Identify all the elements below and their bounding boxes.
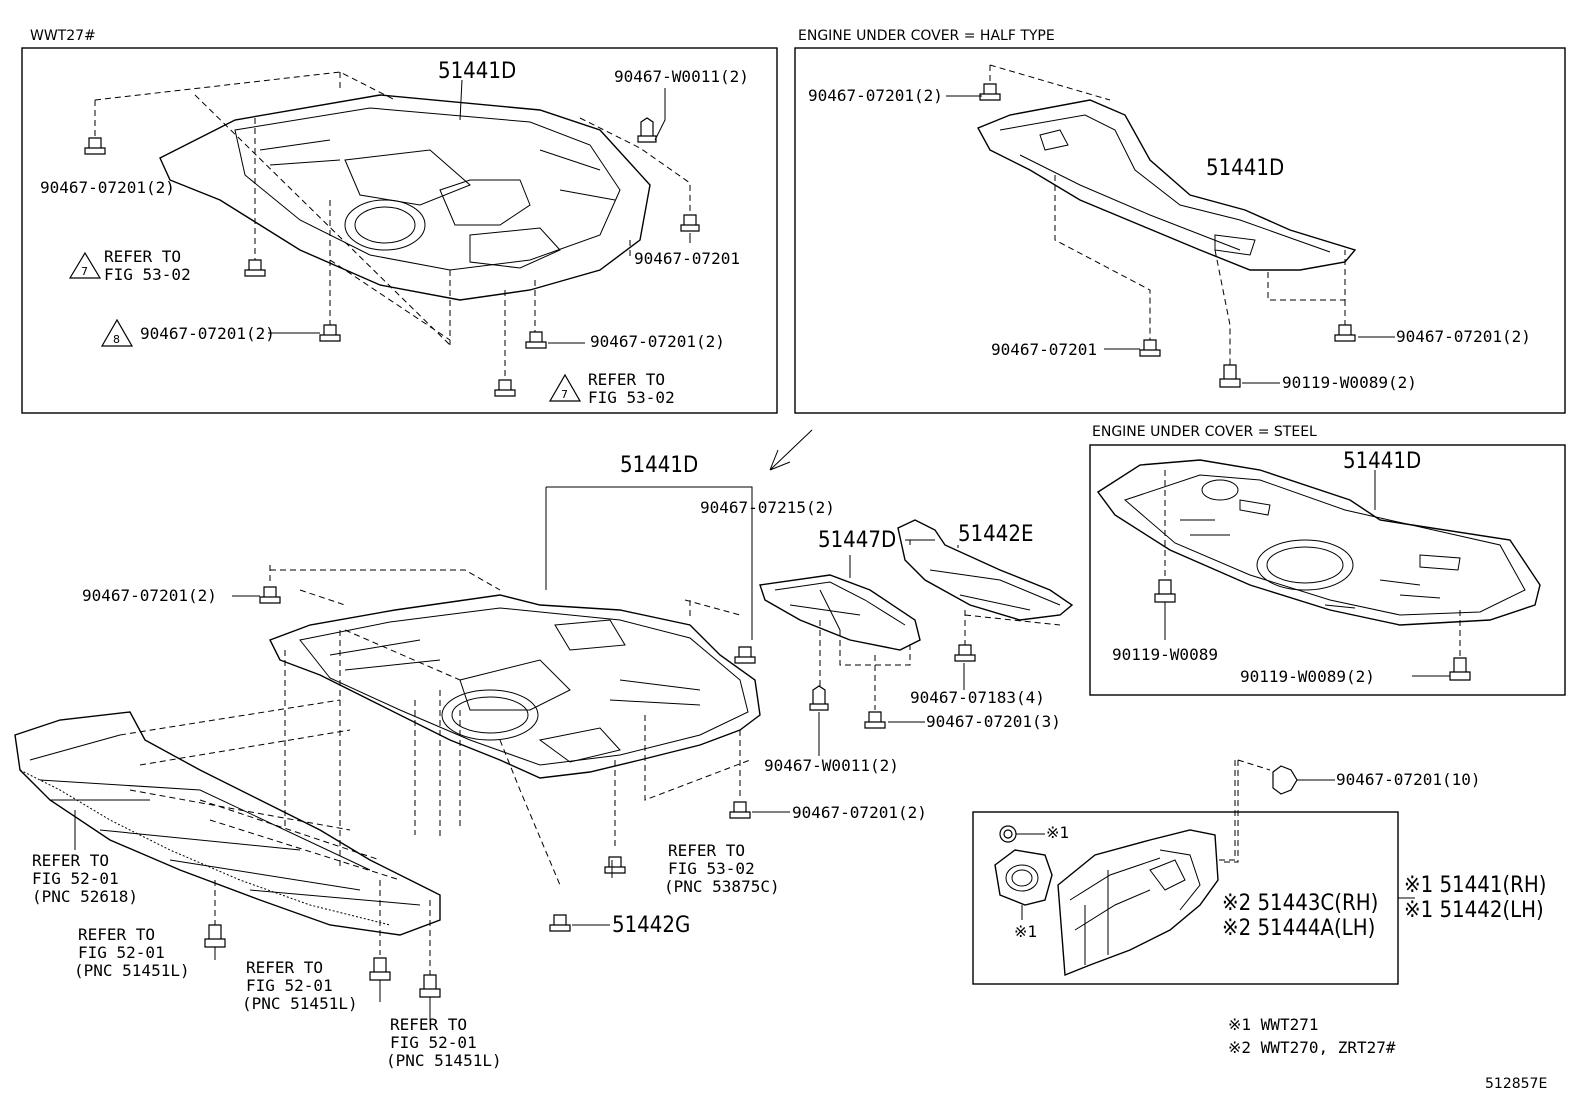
wwt27-note8: 8 xyxy=(100,318,134,347)
side-mark1-a: ※1 xyxy=(1046,823,1069,842)
steel-label-bolt-right: 90119-W0089(2) xyxy=(1240,667,1375,686)
main-clips xyxy=(204,586,976,998)
svg-text:(PNC 51451L): (PNC 51451L) xyxy=(386,1051,502,1070)
svg-text:FIG 53-02: FIG 53-02 xyxy=(588,388,675,407)
svg-text:(PNC 51451L): (PNC 51451L) xyxy=(242,994,358,1013)
footnote-2: ※2 WWT270, ZRT27# xyxy=(1228,1038,1396,1057)
main-label-clip-w0011: 90467-W0011(2) xyxy=(764,756,899,775)
steel-main-part-label: 51441D xyxy=(1343,449,1421,474)
panel-steel-header: ENGINE UNDER COVER = STEEL xyxy=(1092,424,1317,440)
panel-half-type-frame xyxy=(794,47,1566,414)
svg-text:REFER TO: REFER TO xyxy=(32,851,109,870)
steel-bolts xyxy=(1154,579,1471,681)
clip-icon xyxy=(1272,765,1298,795)
wwt27-label-w0011: 90467-W0011(2) xyxy=(614,67,749,86)
wwt27-label-lower-right-clip: 90467-07201(2) xyxy=(590,332,725,351)
half-type-clips xyxy=(979,83,1356,388)
main-refer-51451-a: REFER TO FIG 52-01 (PNC 51451L) xyxy=(74,925,190,980)
main-label-clip-07201-3: 90467-07201(3) xyxy=(926,712,1061,731)
svg-text:FIG 52-01: FIG 52-01 xyxy=(78,943,165,962)
svg-text:8: 8 xyxy=(113,333,120,346)
steel-under-cover xyxy=(1096,459,1541,626)
svg-text:7: 7 xyxy=(81,265,88,278)
main-refer-53: REFER TO FIG 53-02 (PNC 53875C) xyxy=(664,841,780,896)
part-51442g-label: 51442G xyxy=(612,913,690,938)
panel-half-type-header: ENGINE UNDER COVER = HALF TYPE xyxy=(798,28,1055,44)
svg-text:REFER TO: REFER TO xyxy=(246,958,323,977)
half-type-under-cover xyxy=(977,99,1357,271)
half-type-label-right-clip: 90467-07201(2) xyxy=(1396,327,1531,346)
main-under-cover xyxy=(269,594,761,779)
svg-text:(PNC 52618): (PNC 52618) xyxy=(32,887,138,906)
wwt27-refer-b: 7 REFER TO FIG 53-02 xyxy=(548,370,675,407)
wwt27-label-left-clip: 90467-07201(2) xyxy=(40,178,175,197)
svg-text:REFER TO: REFER TO xyxy=(104,247,181,266)
front-under-shield xyxy=(14,711,441,936)
side-label-lh-outer: ※1 51442(LH) xyxy=(1404,898,1544,923)
svg-text:FIG 52-01: FIG 52-01 xyxy=(246,976,333,995)
warning-triangle-icon xyxy=(548,373,582,402)
main-part-label: 51441D xyxy=(620,453,698,478)
main-refer-51451-c: REFER TO FIG 52-01 (PNC 51451L) xyxy=(386,1015,502,1070)
half-type-main-part-label: 51441D xyxy=(1206,156,1284,181)
side-mark1-b: ※1 xyxy=(1014,922,1037,941)
wwt27-refer-a: 7 REFER TO FIG 53-02 xyxy=(68,247,191,284)
panel-wwt27-frame xyxy=(21,47,778,414)
wwt27-clips xyxy=(84,117,700,397)
warning-triangle-icon xyxy=(68,251,102,279)
svg-text:FIG 53-02: FIG 53-02 xyxy=(668,859,755,878)
side-label-clip-top: 90467-07201(10) xyxy=(1336,770,1481,789)
wwt27-label-lower-left-clip: 90467-07201(2) xyxy=(140,324,275,343)
svg-text:REFER TO: REFER TO xyxy=(390,1015,467,1034)
svg-text:FIG 53-02: FIG 53-02 xyxy=(104,265,191,284)
main-refer-51451-b: REFER TO FIG 52-01 (PNC 51451L) xyxy=(242,958,358,1013)
main-refer-52618: REFER TO FIG 52-01 (PNC 52618) xyxy=(32,851,138,906)
warning-triangle-icon xyxy=(100,318,134,347)
part-51447d-label: 51447D xyxy=(818,528,896,553)
main-label-clip-07183: 90467-07183(4) xyxy=(910,688,1045,707)
main-label-clip-07201-2: 90467-07201(2) xyxy=(792,803,927,822)
wwt27-label-right-clip: 90467-07201 xyxy=(634,249,740,268)
half-type-label-top-clip: 90467-07201(2) xyxy=(808,86,943,105)
wwt27-under-cover xyxy=(159,94,651,301)
side-label-rh-outer: ※1 51441(RH) xyxy=(1404,873,1547,898)
panel-steel-frame xyxy=(1089,444,1566,696)
side-label-rh-inner: ※2 51443C(RH) xyxy=(1222,891,1378,916)
footnote-1: ※1 WWT271 xyxy=(1228,1015,1318,1034)
figure-id: 512857E xyxy=(1485,1076,1547,1092)
svg-text:7: 7 xyxy=(561,388,568,401)
half-type-label-bottom-clip: 90467-07201 xyxy=(991,340,1097,359)
svg-text:(PNC 51451L): (PNC 51451L) xyxy=(74,961,190,980)
part-51442e xyxy=(897,519,1074,621)
main-label-left-clip: 90467-07201(2) xyxy=(82,586,217,605)
panel-wwt27-header: WWT27# xyxy=(30,28,96,44)
svg-text:FIG 52-01: FIG 52-01 xyxy=(32,869,119,888)
arrow-icon xyxy=(769,429,813,471)
main-label-clip-07215: 90467-07215(2) xyxy=(700,498,835,517)
svg-text:FIG 52-01: FIG 52-01 xyxy=(390,1033,477,1052)
wwt27-main-part-label: 51441D xyxy=(438,59,516,84)
side-cover-parts: 90467-07201(10) ※1 ※1 ※2 51443C(RH) ※2 5… xyxy=(994,760,1547,977)
svg-text:REFER TO: REFER TO xyxy=(588,370,665,389)
part-51442e-label: 51442E xyxy=(958,522,1033,547)
part-51447d xyxy=(759,574,921,651)
side-label-lh-inner: ※2 51444A(LH) xyxy=(1222,916,1375,941)
svg-text:REFER TO: REFER TO xyxy=(78,925,155,944)
svg-text:REFER TO: REFER TO xyxy=(668,841,745,860)
svg-text:(PNC 53875C): (PNC 53875C) xyxy=(664,877,780,896)
half-type-label-bolt: 90119-W0089(2) xyxy=(1282,373,1417,392)
steel-label-bolt-left: 90119-W0089 xyxy=(1112,645,1218,664)
